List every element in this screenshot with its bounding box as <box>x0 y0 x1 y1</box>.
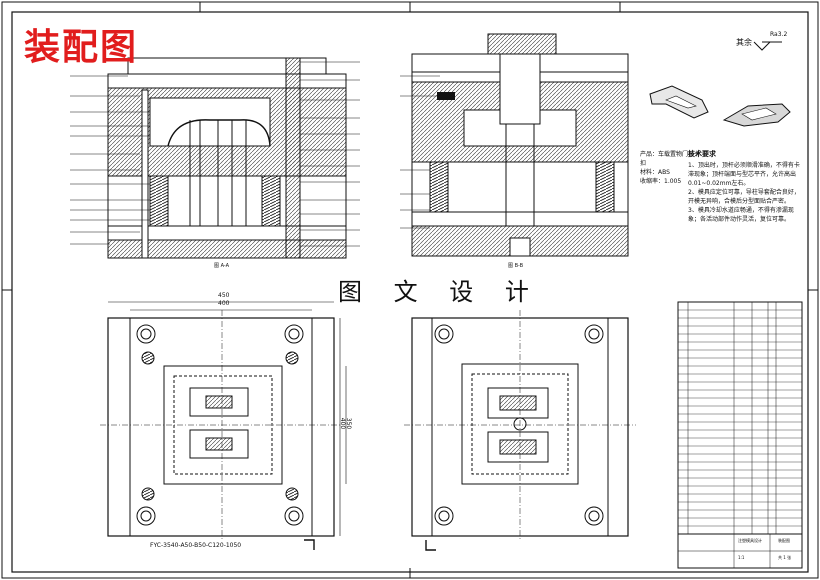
part-isometric-views <box>649 41 791 127</box>
material: 材料：ABS <box>640 169 670 176</box>
titleblock-sheet: 共 1 张 <box>778 555 792 560</box>
note-item: 1、顶出时，顶杆必须顺滑准确，不得有卡滞现象；顶杆端面与型芯平齐，允许高出0.0… <box>688 162 800 187</box>
bill-of-materials <box>677 301 803 569</box>
dim-height-a: 350 <box>345 417 353 430</box>
moving-half-plan-view <box>100 301 347 550</box>
mold-base-designation: FYC-3540-A50-B50-C120-1050 <box>150 542 242 549</box>
roughness-label: 其余 <box>736 38 752 47</box>
main-section-view <box>70 57 360 259</box>
fixed-half-plan-view <box>404 310 636 551</box>
titleblock-drawing-no: 注塑模具设计 <box>738 538 762 543</box>
notes-heading: 技术要求 <box>688 150 716 158</box>
titleblock-name: 装配图 <box>778 538 790 543</box>
product-name: 产品：车载置物门板卡扣 <box>640 151 701 167</box>
shrinkage: 收缩率：1.005 <box>640 178 682 185</box>
side-section-label: 图 B-B <box>508 263 524 269</box>
dim-inner-width: 400 <box>218 300 230 307</box>
drawing-title: 装配图 <box>24 26 139 68</box>
watermark-text: 图 文 设 计 <box>338 278 541 306</box>
dim-top-width: 450 <box>218 292 230 299</box>
note-item: 2、模具应定位可靠，导柱导套配合良好，开模无异响，合模后分型面贴合严密。 <box>688 189 800 205</box>
main-section-label: 图 A-A <box>214 263 230 269</box>
note-item: 3、模具冷却水道应畅通，不得有渗漏现象；各活动部件动作灵活，复位可靠。 <box>688 207 794 223</box>
dim-height-b: 400 <box>339 417 347 430</box>
roughness-value: Ra3.2 <box>770 31 788 38</box>
side-section-view <box>400 33 629 257</box>
titleblock-scale: 1:1 <box>738 555 745 560</box>
